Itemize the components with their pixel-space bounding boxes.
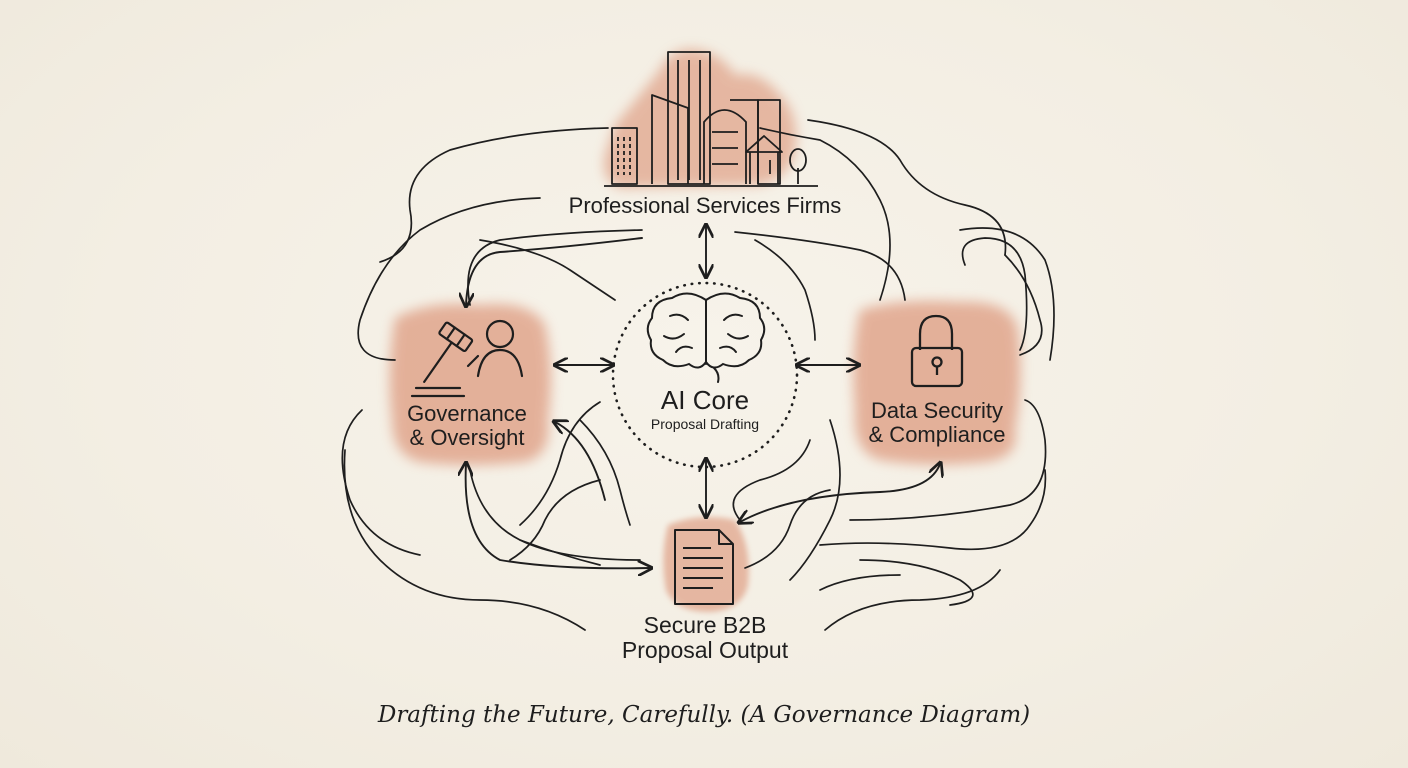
diagram-caption: Drafting the Future, Carefully. (A Gover…	[377, 702, 1031, 728]
output-label-line1: Secure B2B	[643, 612, 767, 638]
security-label-line1: Data Security	[870, 398, 1004, 423]
security-label-line2: & Compliance	[868, 421, 1006, 447]
output-label-line2: Proposal Output	[621, 636, 789, 663]
arrow-into-gov	[555, 422, 606, 501]
ai-core-subtitle: Proposal Drafting	[650, 416, 760, 432]
wash-security	[853, 301, 1021, 465]
security-label: Data Security & Compliance	[852, 399, 1022, 447]
governance-label-line2: & Oversight	[409, 424, 525, 450]
city-buildings-icon	[604, 51, 818, 187]
brain-icon	[646, 292, 766, 383]
wash-governance	[389, 303, 551, 465]
arrow-firms-gov	[466, 237, 643, 305]
firms-label: Professional Services Firms	[568, 193, 842, 218]
ai-core-title: AI Core	[660, 385, 750, 415]
connector-arrows	[466, 226, 940, 568]
governance-label-line1: Governance	[407, 401, 527, 426]
gavel-person-icon	[410, 319, 524, 398]
governance-label: Governance & Oversight	[382, 402, 552, 450]
arrow-gov-output	[466, 464, 650, 568]
padlock-icon	[910, 314, 964, 388]
output-label: Secure B2B Proposal Output	[590, 613, 820, 663]
document-icon	[674, 529, 734, 605]
arrow-security-output	[740, 464, 940, 522]
wash-output	[663, 516, 749, 612]
